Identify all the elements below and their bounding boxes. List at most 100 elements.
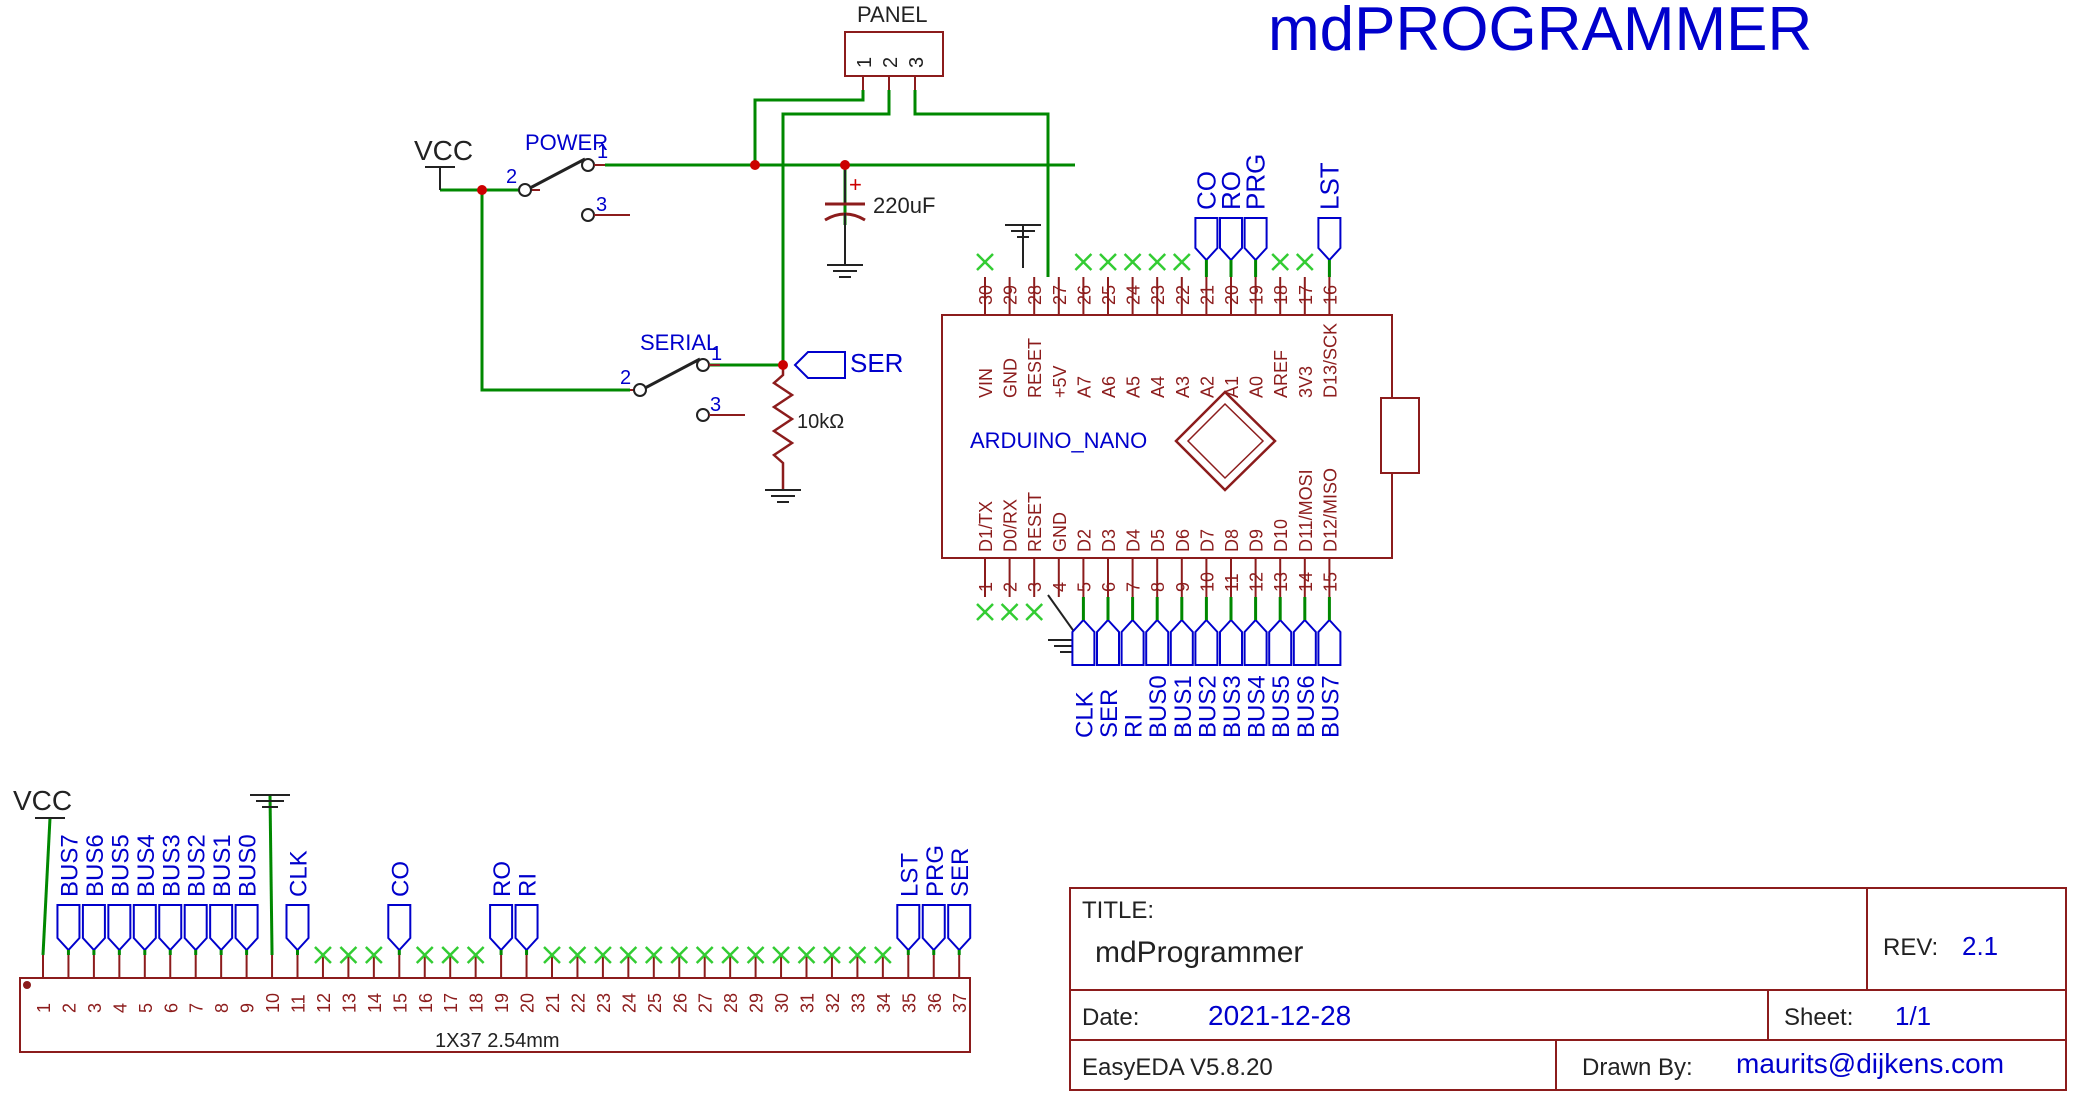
arduino-pin-label: D5 (1148, 529, 1168, 552)
header-net-label: CLK (286, 850, 313, 897)
no-connect-x-icon (1295, 253, 1314, 271)
no-connect-x-icon (339, 946, 358, 964)
ground-icon (250, 794, 290, 808)
header-pin-num: 18 (467, 993, 487, 1013)
net-port-flag-icon[interactable] (285, 904, 310, 952)
power-switch[interactable]: POWER 2 1 3 (506, 130, 630, 222)
arduino-pin-num: 13 (1271, 572, 1291, 592)
net-port-flag-icon[interactable] (158, 904, 183, 952)
header-pin-num: 1 (34, 1003, 54, 1013)
title-value: mdProgrammer (1095, 936, 1303, 969)
vcc-label-bottom: VCC (13, 785, 72, 816)
net-port-flag-icon[interactable] (1317, 217, 1342, 262)
header-pin-num: 26 (670, 993, 690, 1013)
no-connect-x-icon (976, 253, 994, 271)
no-connect-x-icon (721, 946, 740, 964)
net-port-flag-icon[interactable] (1120, 618, 1145, 666)
header-net-label: PRG (922, 845, 949, 897)
net-port-flag-icon[interactable] (81, 904, 106, 952)
arduino-pin-num: 10 (1197, 572, 1217, 592)
net-port-flag-icon[interactable] (1169, 618, 1194, 666)
arduino-pin-num: 15 (1320, 572, 1340, 592)
net-port-flag-icon[interactable] (947, 904, 972, 952)
net-port-flag-icon[interactable] (896, 904, 921, 952)
ser-net-port[interactable]: SER (793, 348, 903, 379)
arduino-net-label: RO (1216, 171, 1246, 210)
header-net-label: BUS0 (235, 834, 262, 897)
header-net-label: BUS2 (184, 834, 211, 897)
arduino-pin-label: RESET (1025, 338, 1045, 398)
power-pin-3: 3 (596, 194, 607, 216)
no-connect-x-icon (543, 946, 561, 964)
net-port-flag-icon[interactable] (1292, 618, 1317, 666)
arduino-pin-label: D13/SCK (1320, 323, 1340, 398)
arduino-nano[interactable]: ARDUINO_NANO 30VIN29GND28RESET27+5V26A72… (941, 253, 1420, 621)
net-port-flag-icon[interactable] (183, 904, 208, 952)
arduino-pin-num: 23 (1148, 285, 1168, 305)
net-port-flag-icon[interactable] (1268, 618, 1293, 666)
header-pin-num: 28 (721, 993, 741, 1013)
resistor-10k[interactable]: 10kΩ (771, 365, 844, 490)
no-connect-x-icon (314, 946, 332, 964)
net-port-flag-icon[interactable] (1145, 618, 1170, 666)
arduino-pin-label: A0 (1247, 376, 1267, 398)
arduino-pin-label: D8 (1222, 529, 1242, 552)
net-port-flag-icon[interactable] (1096, 618, 1120, 666)
net-port-flag-icon[interactable] (1243, 618, 1268, 666)
drawn-by-label: Drawn By: (1582, 1054, 1693, 1081)
arduino-pin-label: A7 (1074, 376, 1094, 398)
header-pin-num: 31 (798, 993, 818, 1013)
panel-connector[interactable]: PANEL 1 2 3 (844, 2, 944, 90)
net-port-flag-icon[interactable] (107, 904, 132, 952)
net-port-flag-icon[interactable] (1243, 217, 1268, 262)
net-port-flag-icon[interactable] (1194, 217, 1219, 262)
net-port-flag-icon[interactable] (1219, 618, 1243, 666)
net-port-flag-icon[interactable] (489, 904, 514, 952)
arduino-pin-label: A3 (1173, 376, 1193, 398)
header-pin-num: 24 (619, 993, 639, 1013)
header-net-label: SER (947, 848, 974, 897)
arduino-pin-label: D4 (1124, 529, 1144, 552)
net-port-flag-icon[interactable] (387, 904, 412, 952)
net-port-flag-icon[interactable] (514, 904, 539, 952)
power-pin-2: 2 (506, 166, 517, 188)
arduino-pin-label: 3V3 (1296, 366, 1316, 398)
serial-switch[interactable]: SERIAL 2 1 3 (620, 330, 745, 422)
arduino-net-label: RI (1121, 714, 1148, 738)
arduino-net-label: CO (1191, 171, 1221, 210)
no-connect-x-icon (1172, 253, 1191, 271)
sheet-label: Sheet: (1784, 1004, 1853, 1031)
net-port-flag-icon[interactable] (56, 904, 81, 952)
net-port-flag-icon[interactable] (209, 904, 234, 952)
net-port-flag-icon[interactable] (234, 904, 259, 952)
net-port-flag-icon[interactable] (132, 904, 157, 952)
net-port-flag-icon[interactable] (1317, 618, 1342, 666)
net-port-flag-icon[interactable] (1071, 618, 1096, 666)
header-net-label: BUS6 (82, 834, 109, 897)
net-port-flag-icon[interactable] (1219, 217, 1243, 262)
resistor-value: 10kΩ (797, 411, 844, 433)
no-connect-x-icon (1025, 603, 1044, 621)
title-label: TITLE: (1082, 897, 1154, 924)
net-port-flag-icon[interactable] (921, 904, 946, 952)
title-block: TITLE: mdProgrammer REV: 2.1 Date: 2021-… (1069, 887, 2067, 1091)
header-net-label: BUS3 (158, 834, 185, 897)
net-port-flag-icon[interactable] (1194, 618, 1219, 666)
arduino-net-label: BUS7 (1317, 675, 1344, 738)
arduino-pin-num: 7 (1124, 582, 1144, 592)
arduino-net-label: BUS0 (1145, 675, 1172, 738)
no-connect-x-icon (848, 946, 867, 964)
arduino-pin-num: 25 (1099, 285, 1119, 305)
arduino-pin-label: A1 (1222, 376, 1242, 398)
header-pin-num: 17 (441, 993, 461, 1013)
header-pin-num: 7 (187, 1003, 207, 1013)
capacitor-220uf[interactable]: + 220uF (824, 165, 935, 265)
chip-diamond-icon (1174, 390, 1277, 492)
header-pin-num: 12 (314, 993, 334, 1013)
arduino-net-label: BUS1 (1170, 675, 1197, 738)
no-connect-x-icon (823, 946, 841, 964)
